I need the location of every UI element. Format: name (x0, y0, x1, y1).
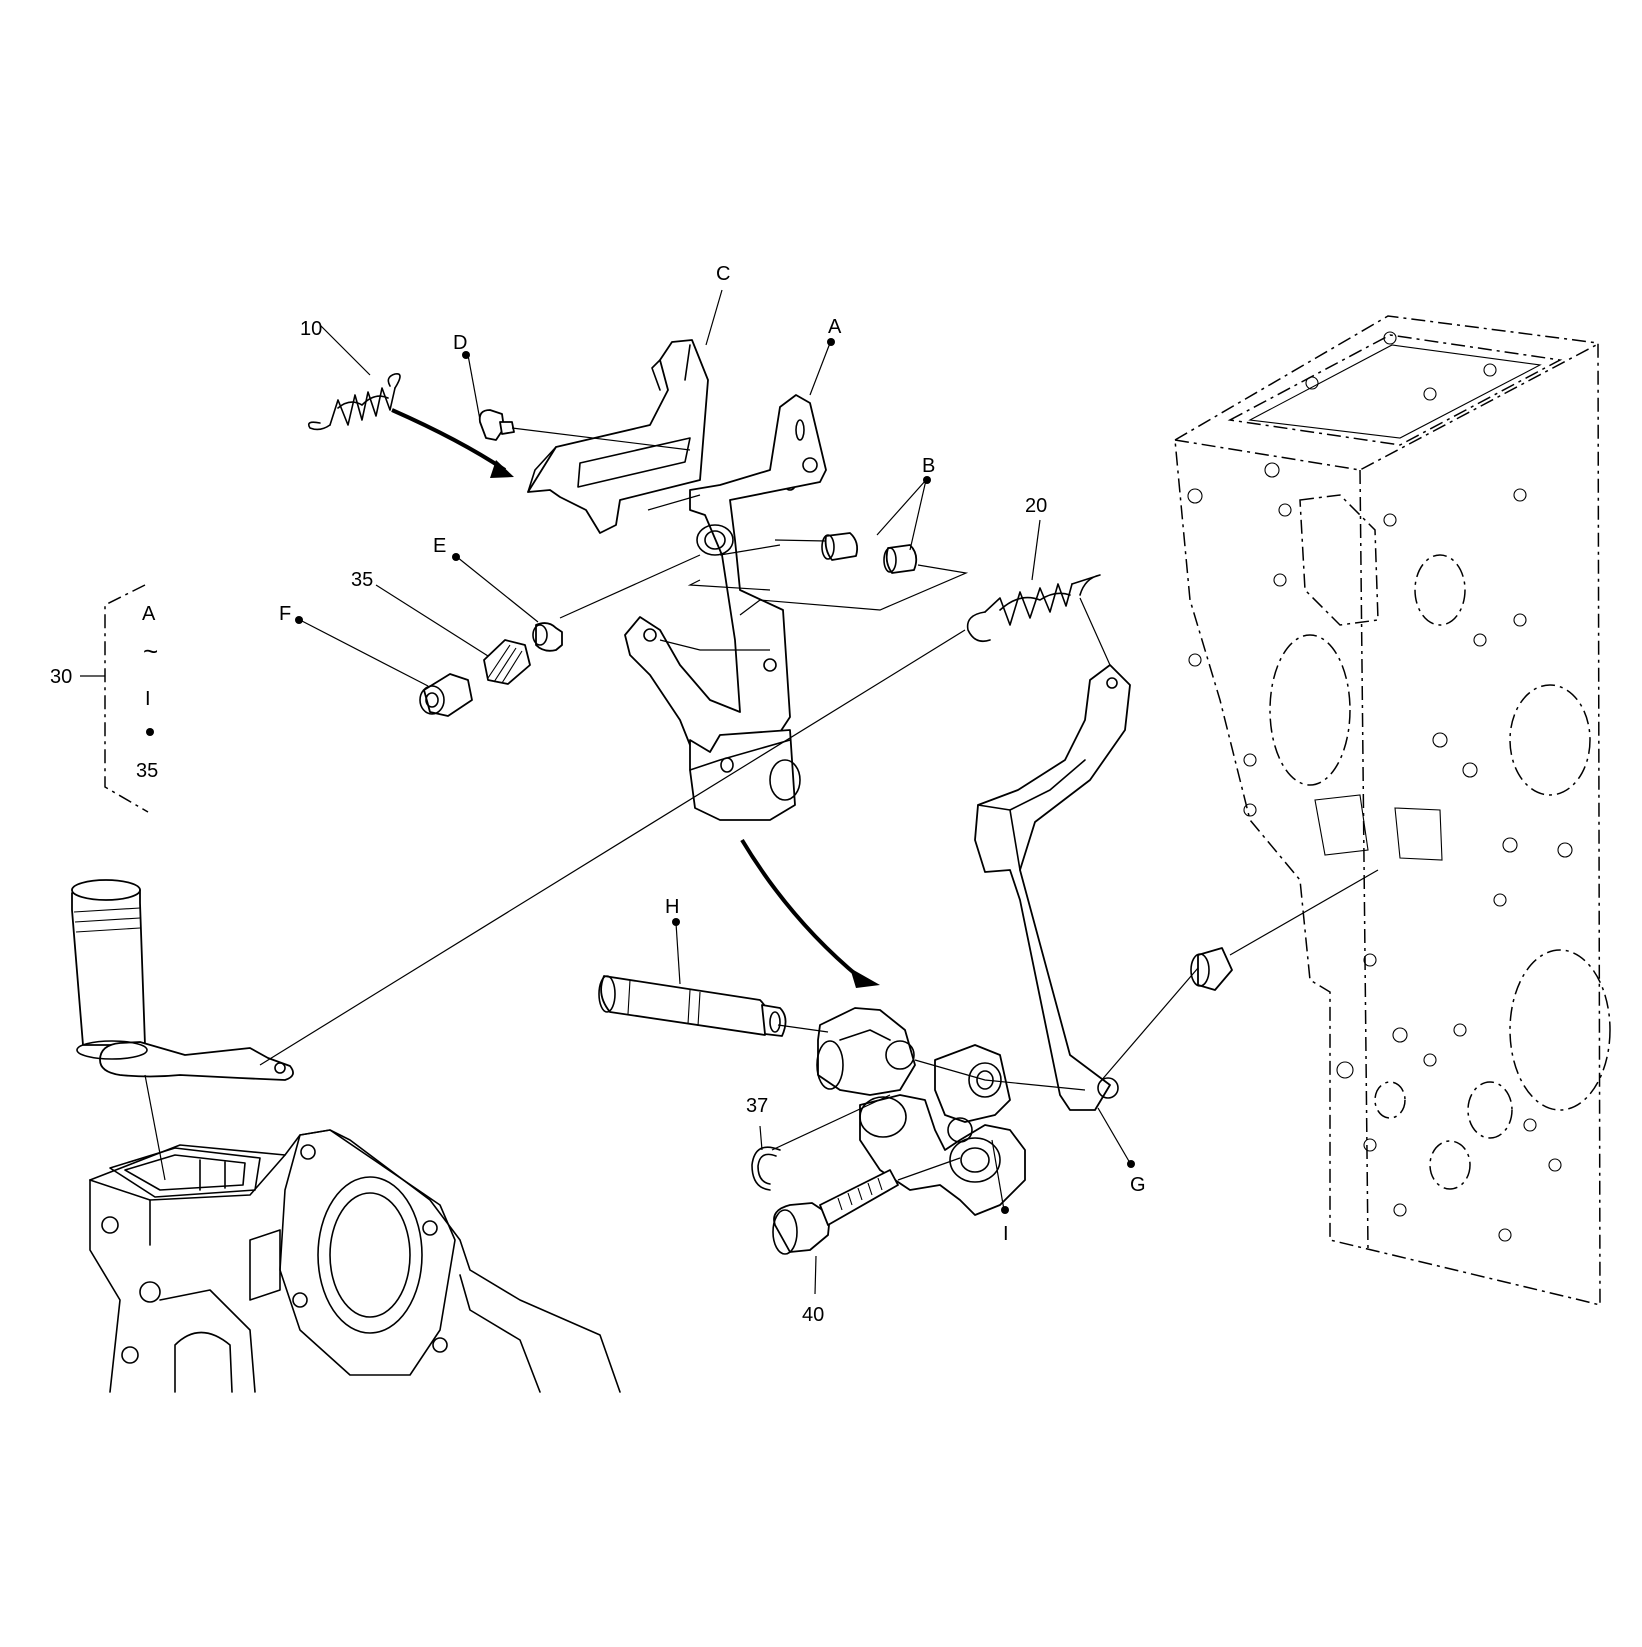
callout-35: 35 (351, 569, 373, 591)
spring-20 (966, 574, 1101, 643)
callout-c: C (716, 263, 730, 285)
callout-b: B (922, 455, 935, 477)
bushing (1190, 947, 1233, 991)
kit-item-bottom: I (145, 688, 151, 710)
kit-separator: ~ (143, 636, 158, 666)
callout-labels: 10 D C A B 20 E 35 F H 37 40 I G (279, 263, 1146, 1326)
callout-10: 10 (300, 318, 322, 340)
callout-40: 40 (802, 1304, 824, 1326)
part-c-plate (527, 339, 796, 534)
callout-a: A (828, 316, 842, 338)
lever-shaft (71, 879, 294, 1081)
callout-37: 37 (746, 1095, 768, 1117)
part-i-block (816, 1007, 1026, 1216)
plunger-e (532, 622, 563, 652)
spring-10 (307, 372, 401, 431)
pin-d (478, 409, 515, 441)
callout-d: D (453, 332, 467, 354)
callout-i: I (1003, 1223, 1009, 1245)
pins-b (821, 532, 918, 574)
kit-bracket (80, 584, 149, 813)
assembly-lines (144, 408, 1379, 1181)
kit-ref-30: 30 (50, 666, 72, 688)
callout-20: 20 (1025, 495, 1047, 517)
callout-g: G (1130, 1174, 1146, 1196)
kit-extra-ref: 35 (136, 760, 158, 782)
engine-block (1174, 315, 1611, 1306)
callout-leaders (146, 289, 1135, 1295)
shaft-h (598, 975, 787, 1037)
plug-f (419, 673, 473, 717)
part-a-fork (624, 394, 827, 821)
callout-h: H (665, 896, 679, 918)
part-g-lever (974, 664, 1131, 1111)
callout-f: F (279, 603, 291, 625)
kit-legend: 30 A ~ I 35 (50, 603, 158, 782)
kit-item-top: A (142, 603, 156, 625)
spring-35 (483, 639, 531, 685)
gear-housing (89, 1129, 621, 1393)
circlip-37 (751, 1146, 781, 1191)
bolt-40 (772, 1169, 899, 1255)
callout-e: E (433, 535, 446, 557)
